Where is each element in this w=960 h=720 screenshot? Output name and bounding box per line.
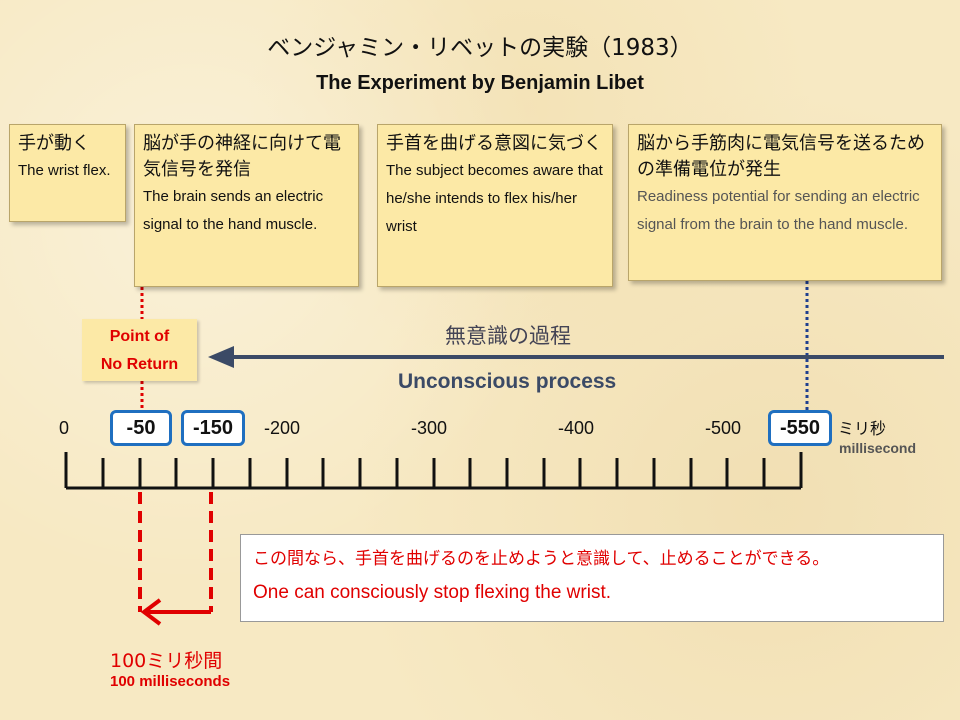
box-readiness-potential-ja: 脳から手筋肉に電気信号を送るための準備電位が発生	[637, 133, 925, 180]
tick-label-200: -200	[264, 418, 301, 438]
highlight-minus-150: -150	[181, 410, 245, 446]
tick-label-500: -500	[705, 418, 742, 438]
box-brain-signal: 脳が手の神経に向けて電気信号を発信 The brain sends an ele…	[134, 124, 359, 287]
interval-label-ja: 100ミリ秒間	[110, 650, 223, 672]
box-wrist-flex-ja: 手が動く	[18, 133, 90, 154]
stop-note-en: One can consciously stop flexing the wri…	[253, 582, 612, 603]
stop-note-box: この間なら、手首を曲げるのを止めようと意識して、止めることができる。 One c…	[240, 534, 944, 622]
tick-label-300: -300	[411, 418, 448, 438]
box-readiness-potential: 脳から手筋肉に電気信号を送るための準備電位が発生 Readiness poten…	[628, 124, 942, 281]
box-awareness-ja: 手首を曲げる意図に気づく	[386, 133, 602, 154]
timeline-ruler	[64, 452, 803, 490]
unit-label-en: millisecond	[839, 440, 917, 456]
box-brain-signal-ja: 脳が手の神経に向けて電気信号を発信	[143, 133, 341, 180]
title-japanese: ベンジャミン・リベットの実験（1983）	[267, 35, 693, 61]
box-readiness-potential-en: Readiness potential for sending an elect…	[637, 188, 920, 233]
highlight-minus-550: -550	[768, 410, 832, 446]
title-english: The Experiment by Benjamin Libet	[316, 72, 644, 94]
red-interval-arrowhead	[140, 598, 162, 626]
unconscious-label-en: Unconscious process	[398, 370, 617, 393]
box-wrist-flex-en: The wrist flex.	[18, 162, 111, 179]
interval-label-en: 100 milliseconds	[110, 673, 231, 690]
stop-note-ja: この間なら、手首を曲げるのを止めようと意識して、止めることができる。	[253, 549, 830, 569]
tick-label-0: 0	[59, 418, 70, 438]
box-wrist-flex: 手が動く The wrist flex.	[9, 124, 126, 222]
unconscious-label-ja: 無意識の過程	[445, 324, 571, 348]
box-awareness: 手首を曲げる意図に気づく The subject becomes aware t…	[377, 124, 613, 287]
highlight-minus-50: -50	[110, 410, 172, 446]
tick-label-400: -400	[558, 418, 595, 438]
unit-label-ja: ミリ秒	[838, 419, 887, 438]
point-of-no-return-line2: No Return	[100, 356, 179, 373]
point-of-no-return-line1: Point of	[109, 328, 170, 345]
point-of-no-return: Point of No Return	[82, 319, 197, 381]
unconscious-arrowhead	[208, 346, 234, 368]
box-awareness-en: The subject becomes aware that he/she in…	[386, 162, 603, 235]
box-brain-signal-en: The brain sends an electric signal to th…	[143, 188, 324, 233]
